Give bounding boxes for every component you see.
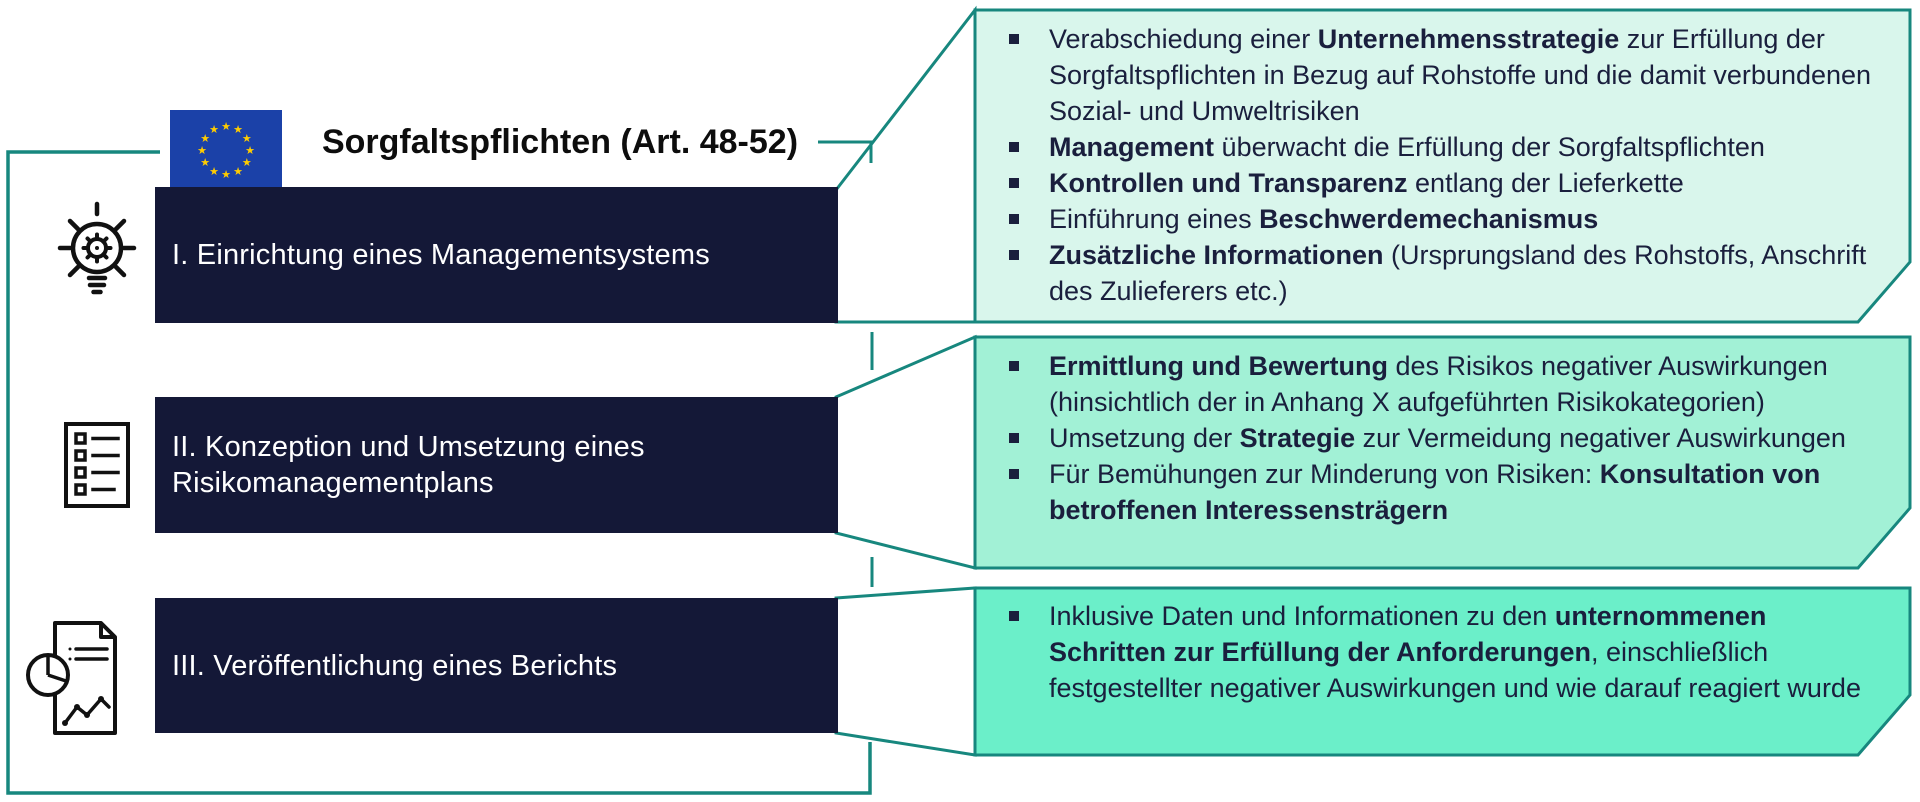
step-box-1-label: I. Einrichtung eines Managementsystems [172, 239, 710, 271]
svg-text:★: ★ [209, 165, 219, 178]
bullet-square-icon [1009, 34, 1019, 44]
callout-1-shape [973, 8, 1912, 324]
list-item: Umsetzung der Strategie zur Vermeidung n… [1003, 420, 1883, 456]
svg-text:★: ★ [245, 144, 255, 157]
svg-text:★: ★ [209, 123, 219, 136]
step-box-3: III. Veröffentlichung eines Berichts [155, 598, 838, 733]
bullet-square-icon [1009, 611, 1019, 621]
step-box-2-label: II. Konzeption und Umsetzung eines Risik… [172, 431, 645, 499]
bullet-square-icon [1009, 433, 1019, 443]
svg-text:★: ★ [221, 120, 231, 133]
list-item: Verabschiedung einer Unternehmensstrateg… [1003, 21, 1883, 129]
svg-text:★: ★ [221, 168, 231, 181]
callout-2-list: Ermittlung und Bewertung des Risikos neg… [1003, 348, 1883, 528]
callout-1-list: Verabschiedung einer Unternehmensstrateg… [1003, 21, 1883, 309]
callout-3-list: Inklusive Daten und Informationen zu den… [1003, 598, 1883, 706]
funnel-1 [834, 5, 977, 324]
lightbulb-gear-icon [52, 200, 142, 310]
bullet-square-icon [1009, 250, 1019, 260]
checklist-icon [62, 420, 132, 515]
callout-2-shape [973, 335, 1912, 570]
svg-text:★: ★ [197, 144, 207, 157]
step-box-3-label: III. Veröffentlichung eines Berichts [172, 649, 618, 682]
list-item: Zusätzliche Informationen (Ursprungsland… [1003, 237, 1883, 309]
list-item: Ermittlung und Bewertung des Risikos neg… [1003, 348, 1883, 420]
svg-text:★: ★ [200, 132, 210, 145]
eu-flag-icon: ★★★ ★★★ ★★★ ★★★ [170, 110, 282, 195]
callout-3-shape [973, 586, 1912, 757]
svg-text:★: ★ [233, 165, 243, 178]
bullet-square-icon [1009, 142, 1019, 152]
svg-text:★: ★ [200, 156, 210, 169]
bullet-square-icon [1009, 178, 1019, 188]
left-bracket-line [6, 150, 872, 795]
svg-text:★: ★ [233, 123, 243, 136]
title-connector-line [818, 140, 873, 163]
bullet-square-icon [1009, 469, 1019, 479]
funnel-3 [834, 586, 977, 757]
step-box-1: I. Einrichtung eines Managementsystems [155, 187, 838, 323]
svg-text:★: ★ [242, 156, 252, 169]
list-item: Management überwacht die Erfüllung der S… [1003, 129, 1883, 165]
list-item: Einführung eines Beschwerdemechanismus [1003, 201, 1883, 237]
list-item: Inklusive Daten und Informationen zu den… [1003, 598, 1883, 706]
step-box-2: II. Konzeption und Umsetzung eines Risik… [155, 397, 838, 533]
list-item: Für Bemühungen zur Minderung von Risiken… [1003, 456, 1883, 528]
funnel-2 [834, 334, 977, 570]
page-title: Sorgfaltspflichten (Art. 48-52) [321, 123, 799, 161]
list-item: Kontrollen und Transparenz entlang der L… [1003, 165, 1883, 201]
bullet-square-icon [1009, 361, 1019, 371]
report-chart-icon [25, 615, 125, 745]
bullet-square-icon [1009, 214, 1019, 224]
svg-text:★: ★ [242, 132, 252, 145]
